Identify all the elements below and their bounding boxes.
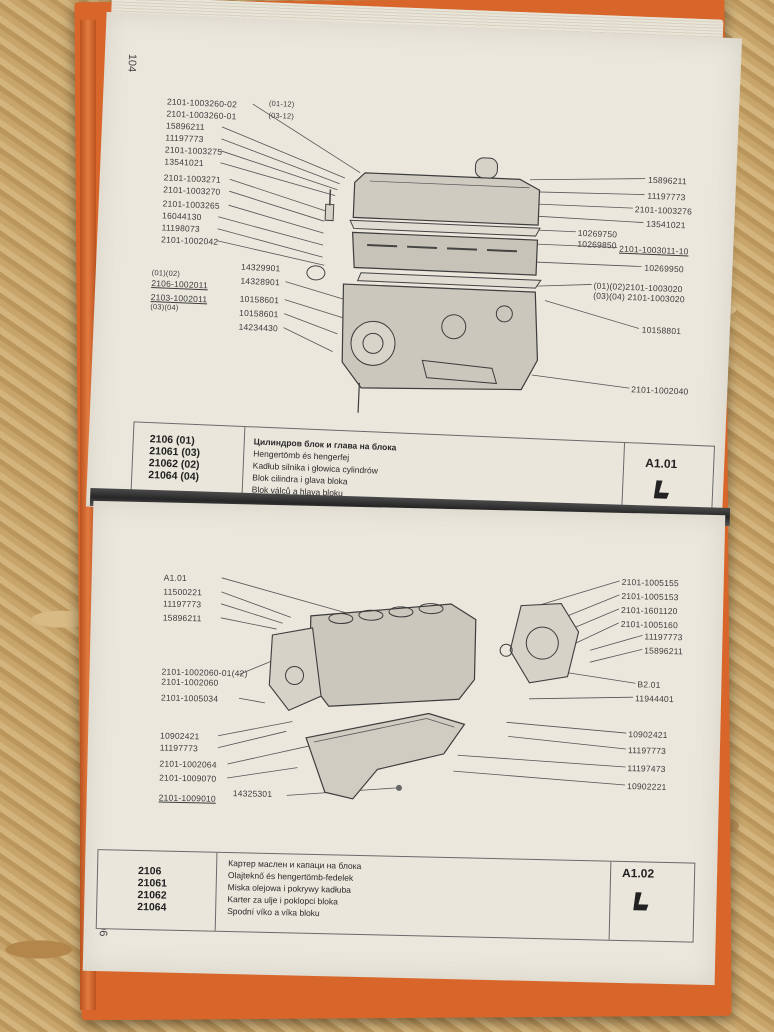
model-item: 2106 <box>137 865 162 878</box>
section-code: A1.02 <box>621 865 655 881</box>
table-divider <box>621 442 626 513</box>
model-item: 21062 <box>137 888 167 902</box>
catalog-index-table: 2106 (01) 21061 (03) 21062 (02) 21064 (0… <box>130 421 716 518</box>
top-catalog-page: 104 2101-1003260-02 (01-12) 2101-1003260… <box>85 11 743 534</box>
lada-logo-icon <box>653 480 669 499</box>
bottom-catalog-page: 106 A1.01 11500221 11197773 15896211 210… <box>82 500 726 986</box>
table-divider <box>241 427 246 498</box>
model-list: 2106 21061 21062 21064 <box>137 865 167 914</box>
model-item: 21061 <box>137 876 168 890</box>
section-titles: Картер маслен и капаци на блока Olajtekn… <box>227 857 361 920</box>
table-divider <box>214 852 218 931</box>
model-list: 2106 (01) 21061 (03) 21062 (02) 21064 (0… <box>148 433 201 483</box>
section-titles: Цилиндров блок и глава на блока Hengertö… <box>252 435 397 501</box>
catalog-index-table: 2106 21061 21062 21064 Картер маслен и к… <box>95 849 696 943</box>
lada-logo-icon <box>633 892 649 911</box>
model-item: 21064 (04) <box>148 469 200 484</box>
table-divider <box>608 861 612 940</box>
title-line: Spodní víko a víka bloku <box>227 906 320 919</box>
model-item: 21064 <box>137 900 167 914</box>
cylinder-head-diagram <box>217 103 646 413</box>
section-code: A1.01 <box>644 455 678 472</box>
oil-pan-diagram <box>217 577 643 800</box>
